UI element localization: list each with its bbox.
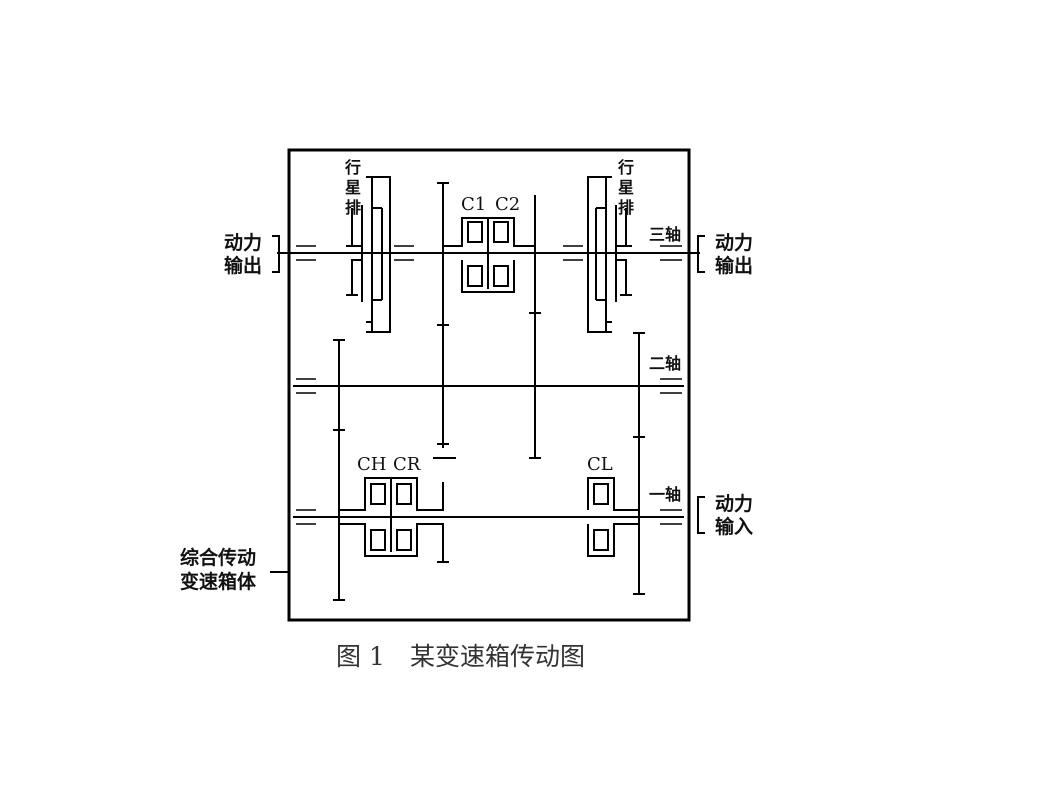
- right-output-line2: 输出: [715, 254, 753, 277]
- left-output-label: 动力 输出: [224, 231, 262, 277]
- io-brackets: [270, 235, 705, 573]
- right-output-label: 动力 输出: [715, 231, 753, 277]
- right-input-label: 动力 输入: [715, 492, 753, 538]
- planet-left-label: 行 星 排: [344, 158, 361, 217]
- shaft-two-label: 二轴: [649, 354, 681, 373]
- clutch-cr-label: CR: [393, 454, 421, 475]
- figure-number: 图 1: [336, 642, 385, 671]
- planet-left-char1: 行: [344, 158, 361, 177]
- figure-title: 某变速箱传动图: [410, 642, 585, 671]
- left-output-line1: 动力: [224, 231, 262, 254]
- shaft-three-label: 三轴: [649, 225, 681, 244]
- clutch-ch-label: CH: [357, 454, 386, 475]
- clutch-pack-ch-cr: [339, 477, 449, 563]
- left-output-line2: 输出: [224, 254, 262, 277]
- planet-right-char2: 星: [618, 178, 634, 197]
- planet-right-char1: 行: [617, 158, 634, 177]
- clutch-c2-label: C2: [495, 194, 520, 215]
- planet-left-char2: 星: [345, 178, 361, 197]
- right-input-line1: 动力: [715, 492, 753, 515]
- gearbox-housing: [287, 148, 691, 622]
- clutch-pack-c1-c2: [437, 182, 541, 459]
- right-input-line2: 输入: [715, 515, 753, 538]
- gear-links: [333, 332, 645, 601]
- planet-set-left: [346, 176, 391, 333]
- shaft-one-label: 一轴: [649, 485, 681, 504]
- housing-label: 综合传动 变速箱体: [180, 546, 257, 593]
- right-output-line1: 动力: [715, 231, 753, 254]
- housing-line2: 变速箱体: [180, 570, 257, 593]
- clutch-cl: [587, 477, 639, 557]
- planet-right-label: 行 星 排: [617, 158, 634, 217]
- clutch-c1-label: C1: [461, 194, 486, 215]
- planet-right-char3: 排: [618, 198, 634, 217]
- housing-line1: 综合传动: [180, 546, 256, 569]
- planet-left-char3: 排: [345, 198, 361, 217]
- planet-set-right: [587, 176, 632, 333]
- clutch-cl-label: CL: [587, 454, 613, 475]
- bearing-marks: [296, 245, 682, 525]
